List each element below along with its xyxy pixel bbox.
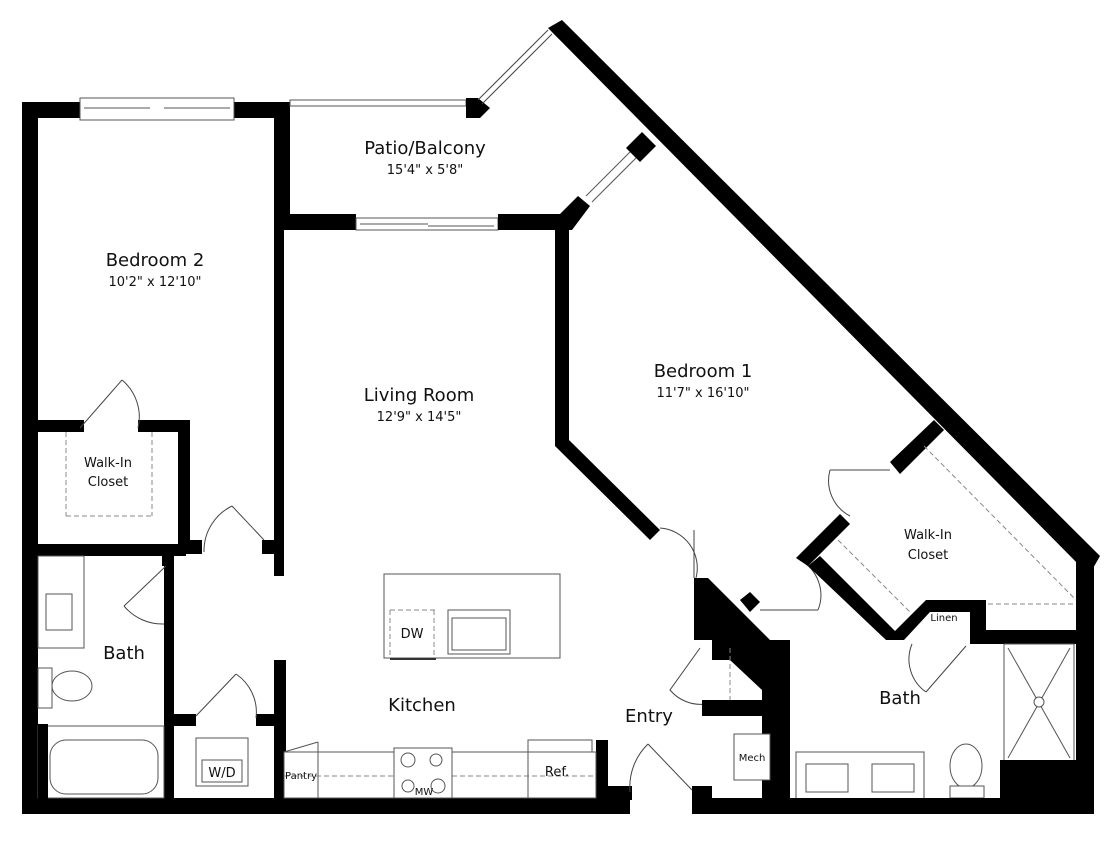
entry-label: Entry (625, 706, 673, 727)
refrigerator-label: Ref. (544, 765, 570, 780)
mechanical-label: Mech (738, 753, 766, 764)
bedroom2-label: Bedroom 2 (105, 250, 205, 271)
bedroom1-label: Bedroom 1 (653, 361, 753, 382)
wall-left (22, 102, 38, 814)
bath2-label: Bath (103, 643, 145, 664)
closet1-label-line1: Walk-In (904, 528, 952, 543)
closet2-label-line1: Walk-In (84, 456, 132, 471)
pantry-label: Pantry (285, 771, 317, 782)
kitchen-label: Kitchen (388, 695, 456, 716)
bath1-label: Bath (879, 688, 921, 709)
linen-label: Linen (930, 613, 958, 624)
dishwasher-label: DW (400, 627, 424, 642)
washer-dryer-label: W/D (208, 766, 236, 781)
living-room-label: Living Room (363, 385, 475, 406)
patio-dimensions: 15'4" x 5'8" (386, 163, 464, 178)
bedroom2-dimensions: 10'2" x 12'10" (108, 275, 202, 290)
microwave-label: MW (414, 787, 434, 798)
living-room-dimensions: 12'9" x 14'5" (376, 410, 462, 425)
bedroom1-dimensions: 11'7" x 16'10" (656, 386, 750, 401)
closet1-label-line2: Closet (907, 548, 949, 563)
closet2-label-line2: Closet (87, 475, 129, 490)
patio-label: Patio/Balcony (364, 138, 486, 159)
